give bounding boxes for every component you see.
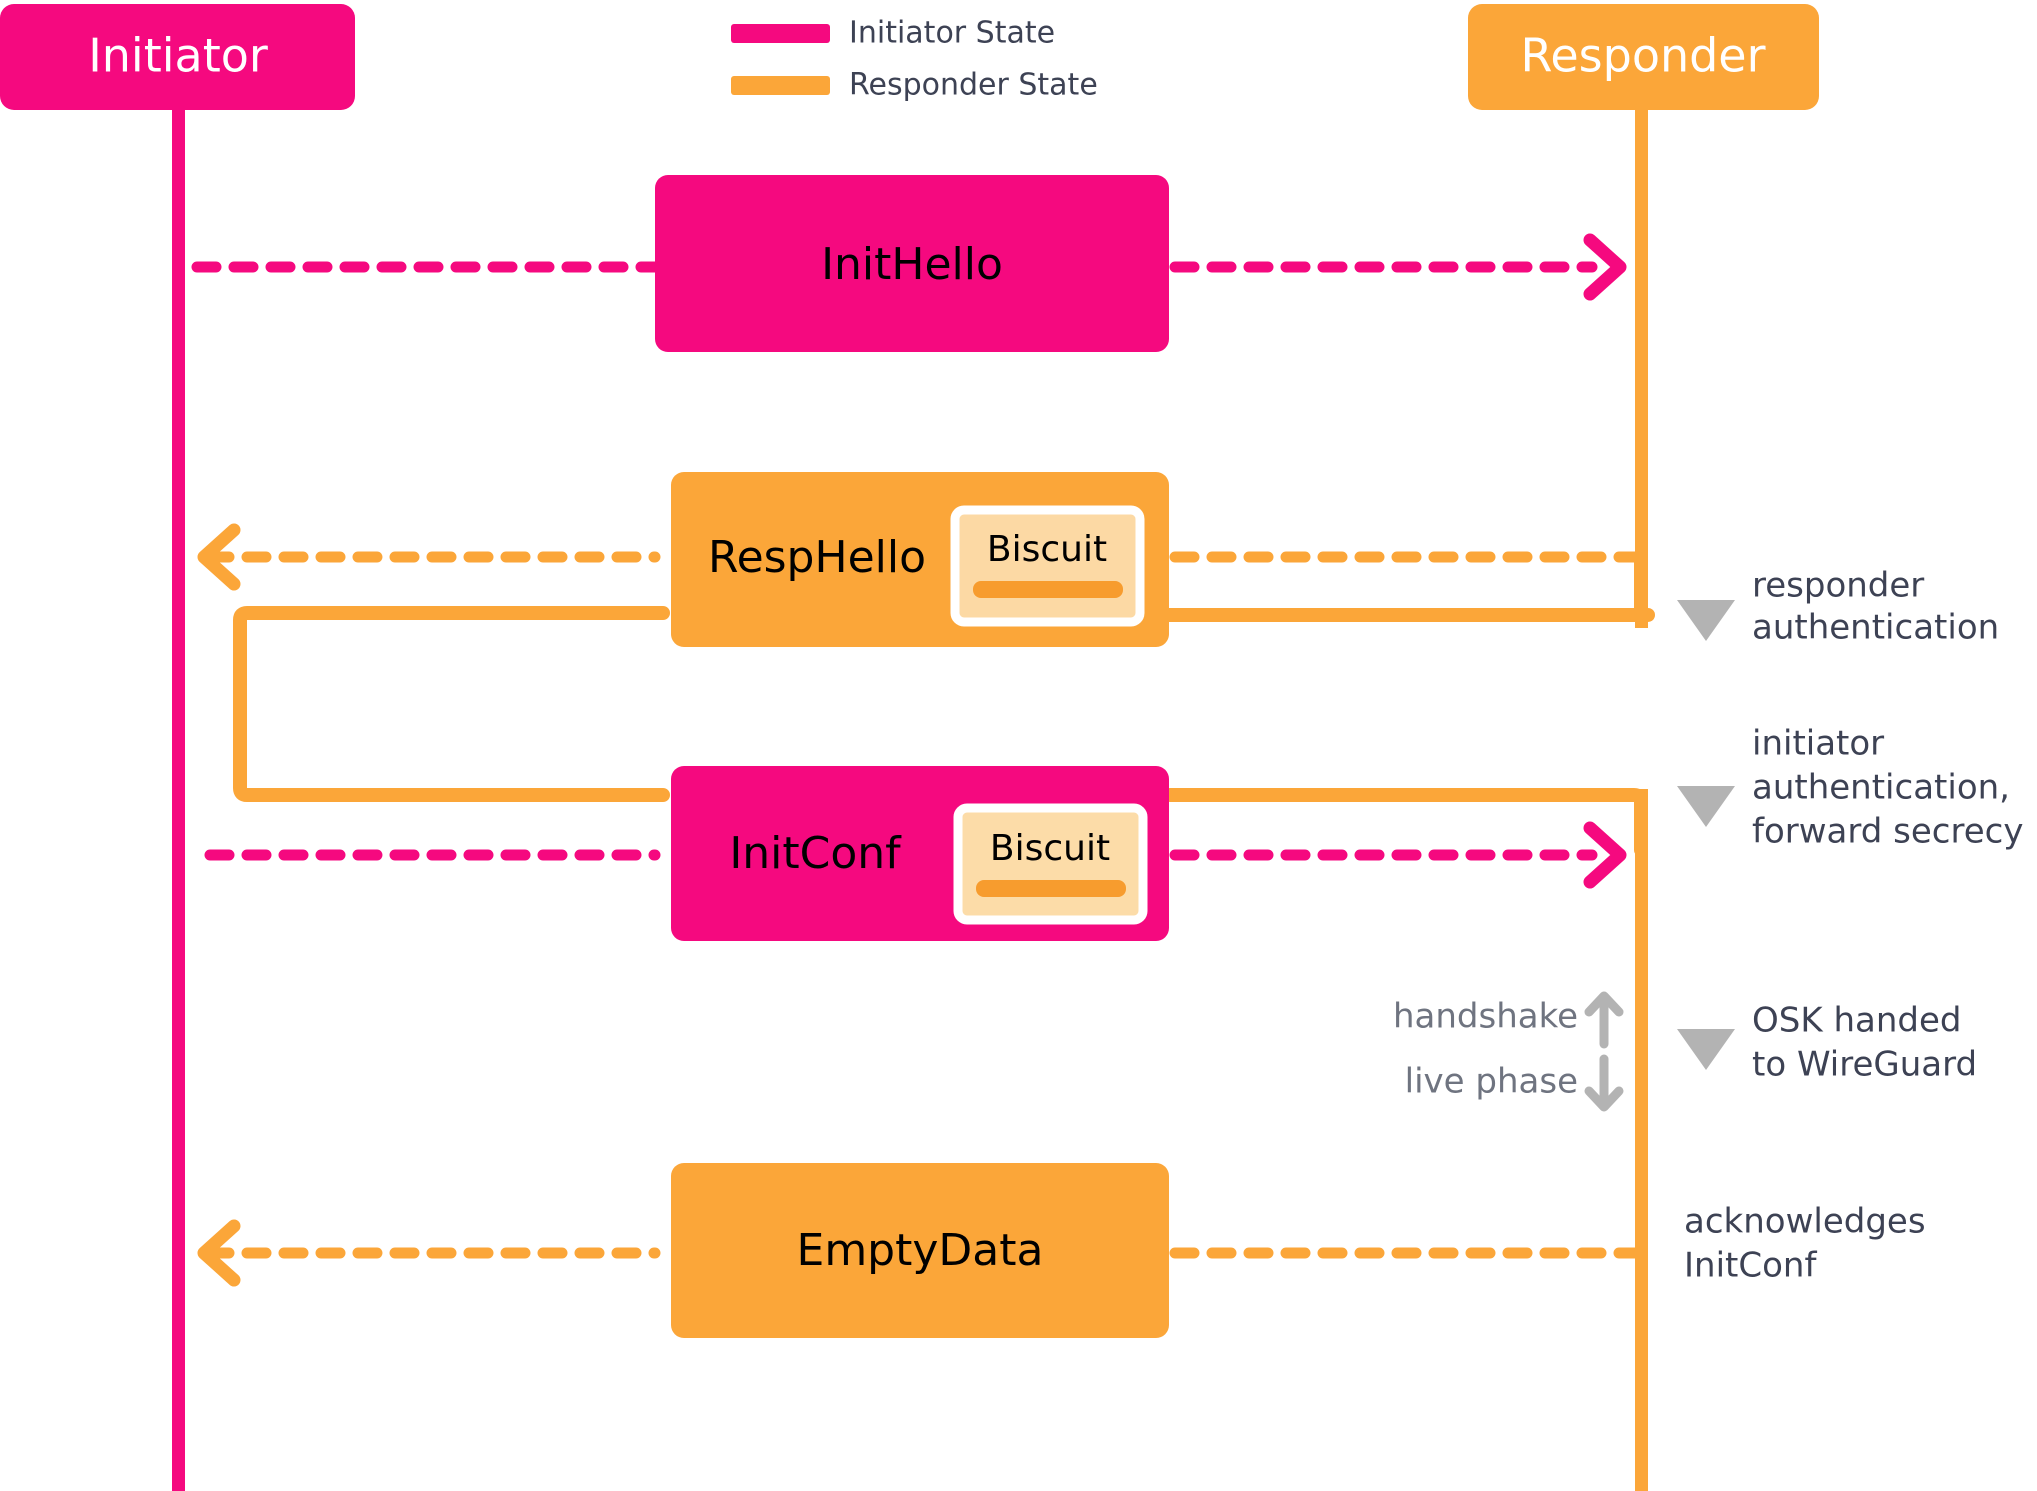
responder-state-path-corner-right-upper bbox=[1163, 553, 1648, 622]
annotation-acknowledges-initconf: acknowledges InitConf bbox=[1684, 1202, 1926, 1286]
annotation-line-1: initiator bbox=[1752, 724, 1884, 764]
actor-label-responder: Responder bbox=[1520, 29, 1765, 83]
legend: Initiator State Responder State bbox=[731, 16, 1098, 103]
initconf-arrowhead-icon bbox=[1583, 821, 1627, 889]
annotation-line-2: authentication, bbox=[1752, 768, 2010, 808]
emptydata-message-box[interactable] bbox=[671, 1163, 1169, 1338]
annotation-initiator-authentication: initiator authentication, forward secrec… bbox=[1677, 724, 2023, 852]
triangle-down-icon bbox=[1677, 600, 1735, 641]
arrow-up-icon bbox=[1584, 991, 1624, 1049]
annotation-line-3: forward secrecy bbox=[1752, 812, 2023, 852]
annotation-line-1: acknowledges bbox=[1684, 1202, 1926, 1242]
triangle-down-icon bbox=[1677, 786, 1735, 827]
annotation-line-2: to WireGuard bbox=[1752, 1045, 1977, 1085]
annotation-line-2: InitConf bbox=[1684, 1246, 1817, 1286]
responder-state-path-bracket bbox=[233, 606, 670, 802]
resphello-biscuit-bar-icon bbox=[973, 581, 1123, 598]
emptydata-arrowhead-icon bbox=[197, 1219, 241, 1287]
phase-label-live-phase: live phase bbox=[1405, 1062, 1578, 1102]
annotation-line-1: responder bbox=[1752, 566, 1924, 606]
initconf-biscuit-label: Biscuit bbox=[990, 828, 1110, 869]
inithello-label: InitHello bbox=[821, 239, 1003, 290]
resphello-label: RespHello bbox=[708, 532, 926, 583]
arrow-down-icon bbox=[1584, 1054, 1624, 1112]
resphello-biscuit-label: Biscuit bbox=[987, 529, 1107, 570]
annotation-responder-authentication: responder authentication bbox=[1677, 566, 1999, 648]
legend-swatch-initiator-state bbox=[731, 24, 830, 43]
initconf-biscuit-bar-icon bbox=[976, 880, 1126, 897]
phase-label-handshake: handshake bbox=[1393, 997, 1578, 1037]
actor-box-responder[interactable] bbox=[1468, 4, 1819, 110]
actor-label-initiator: Initiator bbox=[88, 29, 268, 83]
annotation-osk-handed: OSK handed to WireGuard bbox=[1677, 1001, 1977, 1085]
annotation-line-1: OSK handed bbox=[1752, 1001, 1961, 1041]
annotation-line-2: authentication bbox=[1752, 608, 1999, 648]
emptydata-label: EmptyData bbox=[797, 1225, 1044, 1276]
responder-state-path-corner-right-lower bbox=[1163, 788, 1648, 857]
legend-label-responder-state: Responder State bbox=[849, 68, 1098, 103]
inithello-arrowhead-icon bbox=[1583, 233, 1627, 301]
legend-label-initiator-state: Initiator State bbox=[849, 16, 1055, 51]
responder-lifeline-lower bbox=[1635, 789, 1648, 1491]
resphello-arrowhead-icon bbox=[197, 523, 241, 591]
responder-lifeline-upper bbox=[1635, 100, 1648, 628]
initconf-label: InitConf bbox=[729, 828, 902, 879]
inithello-message-box[interactable] bbox=[655, 175, 1169, 352]
actor-box-initiator[interactable] bbox=[0, 4, 355, 110]
legend-swatch-responder-state bbox=[731, 76, 830, 95]
phase-divider: handshake live phase bbox=[1393, 991, 1624, 1112]
initiator-lifeline bbox=[172, 100, 185, 1491]
triangle-down-icon bbox=[1677, 1029, 1735, 1070]
